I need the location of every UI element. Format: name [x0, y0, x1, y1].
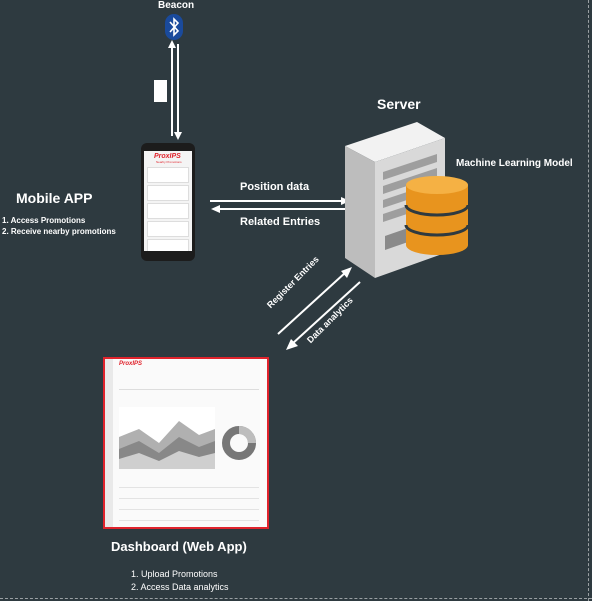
- phone-list-item: [147, 203, 189, 219]
- donut-chart-graphic: [222, 426, 256, 460]
- dashboard-stats-row: [119, 379, 259, 390]
- table-row: [119, 499, 259, 510]
- mobile-app-item-1: 1. Access Promotions: [2, 216, 86, 225]
- phone-list-item: [147, 221, 189, 237]
- phone-screen: ProxIPS Nearby Promotions: [144, 151, 192, 251]
- dashboard-sidebar: [105, 359, 113, 527]
- table-row: [119, 488, 259, 499]
- dashboard-brand: ProxIPS: [119, 361, 143, 367]
- phone-brand: ProxIPS: [154, 153, 181, 160]
- server-title: Server: [377, 96, 421, 112]
- ml-model-label: Machine Learning Model: [456, 158, 573, 169]
- dashboard-item-1: 1. Upload Promotions: [131, 569, 218, 579]
- phone-heading: Nearby Promotions: [156, 160, 182, 164]
- database-icon: [404, 176, 470, 255]
- dashboard-screenshot: ProxIPS: [103, 357, 269, 529]
- table-row: [119, 510, 259, 521]
- dashboard-server-arrows: [277, 267, 361, 350]
- canvas-bottom-border: [0, 598, 592, 599]
- bluetooth-icon: [165, 14, 183, 40]
- phone-list-item: [147, 167, 189, 183]
- mobile-app-item-2: 2. Receive nearby promotions: [2, 227, 116, 236]
- table-row: [119, 477, 259, 488]
- mobile-app-title: Mobile APP: [16, 190, 93, 206]
- dashboard-area-panel: [119, 407, 215, 469]
- dashboard-table: [119, 477, 259, 525]
- position-data-label: Position data: [240, 181, 310, 193]
- mobile-phone: ProxIPS Nearby Promotions: [141, 143, 195, 261]
- phone-server-arrows: [210, 197, 350, 213]
- related-entries-label: Related Entries: [240, 216, 321, 228]
- dashboard-item-2: 2. Access Data analytics: [131, 582, 229, 592]
- canvas-right-border: [588, 0, 589, 601]
- dashboard-title: Dashboard (Web App): [111, 539, 247, 554]
- phone-list-item: [147, 185, 189, 201]
- beacon-label: Beacon: [158, 0, 195, 11]
- signal-box: [154, 80, 167, 102]
- phone-list-item: [147, 239, 189, 251]
- area-chart-graphic: [119, 421, 215, 469]
- beacon-phone-arrows: [168, 40, 182, 140]
